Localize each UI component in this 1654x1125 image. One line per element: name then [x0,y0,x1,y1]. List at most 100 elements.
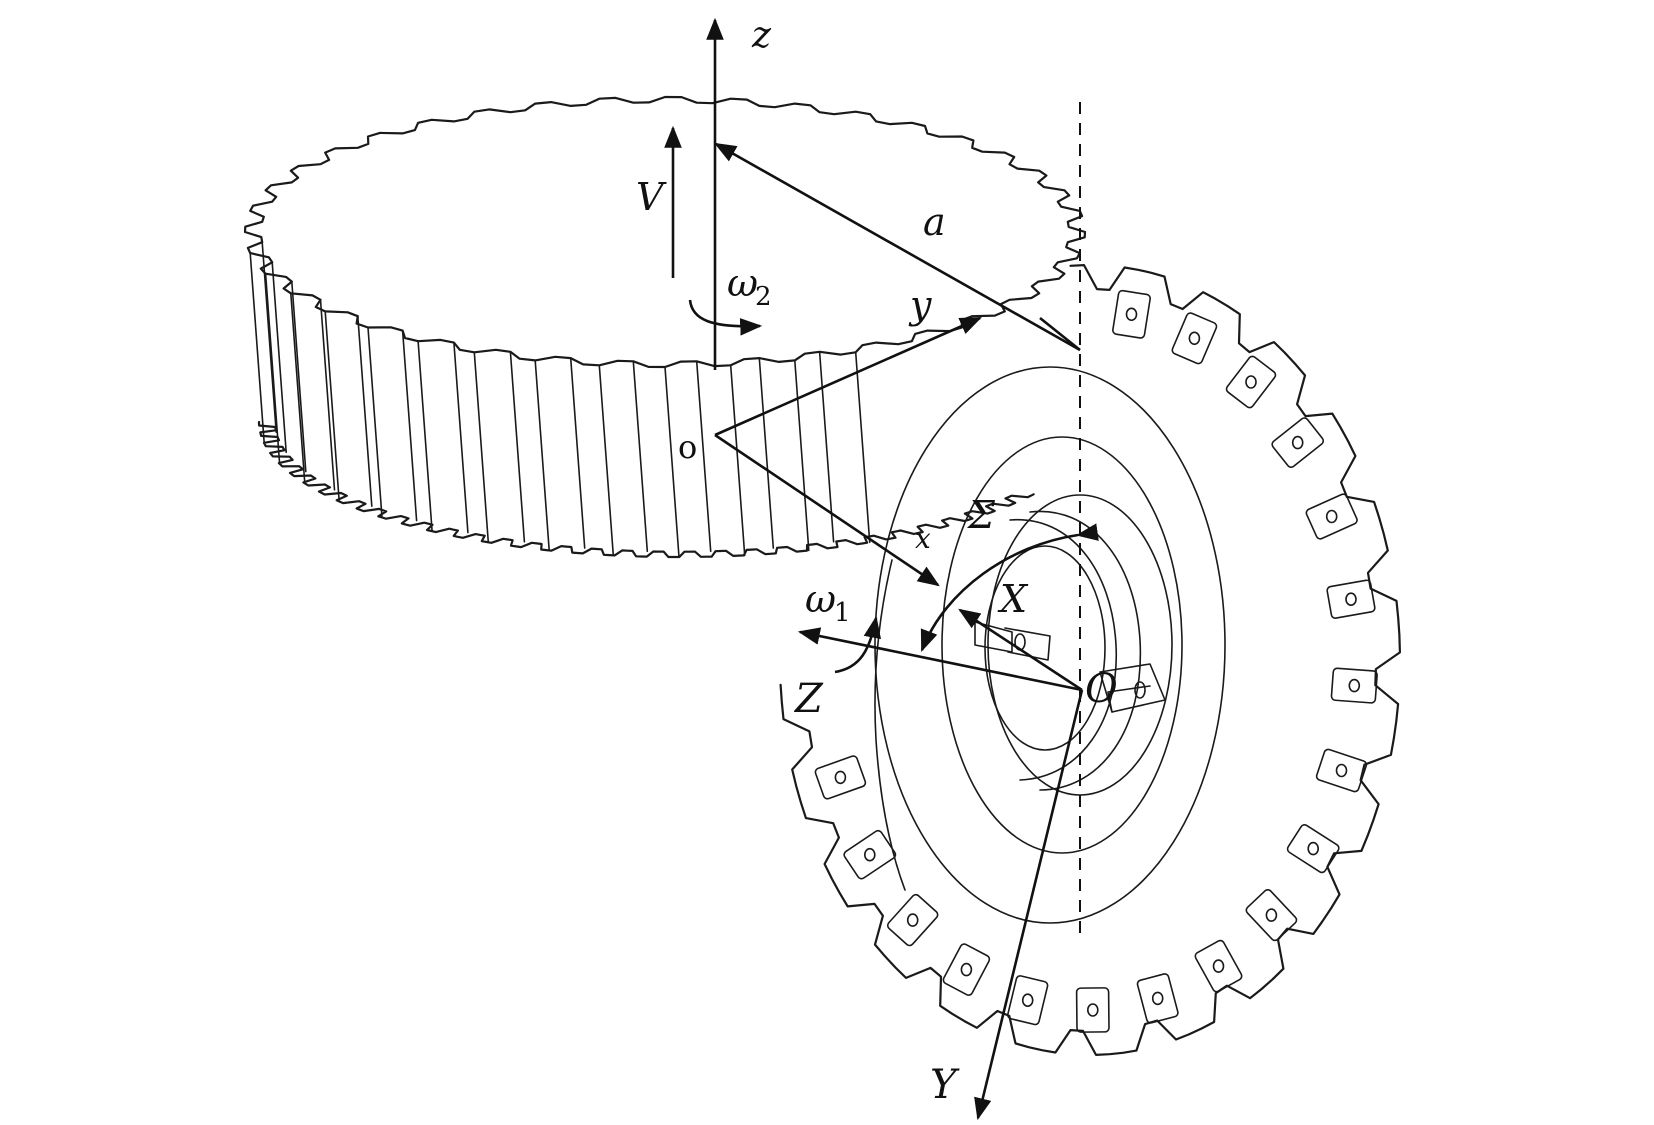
gear-bottom-edge [257,420,1035,559]
cutter-blade-screw [1245,375,1257,389]
y-axis-small [714,316,983,437]
inner-blade-right [1099,663,1166,713]
label-y: y [908,283,932,327]
gear-flank-line [319,298,336,491]
cutter-blade [1271,417,1325,468]
cutter-blade [1225,355,1277,409]
label-omega2: ω [727,261,758,305]
label-X: X [997,577,1029,621]
gear-flank-line [473,351,490,544]
cutter-blade [942,943,991,996]
cutter-blade-insert [1225,355,1277,409]
x-axis-small [714,433,940,587]
gear-tooth-flanks [249,241,871,558]
gear-flank-line [249,252,266,444]
gear-toothed-rim [243,95,1087,369]
gear-flank-line [534,359,551,552]
gear-flank-line [854,351,871,544]
cutter-blade-insert [886,893,939,947]
cutter-blade-screw [834,770,847,785]
cutter-blade-screw [960,962,973,977]
cutter-blade-screw [1125,307,1138,322]
cutter-blade [1245,888,1298,942]
label-x: x [915,522,931,555]
cutter-blade-screw [1265,908,1278,922]
cutter-blades [814,289,1378,1033]
cutter-blade-insert [1136,973,1179,1024]
center-distance-head-right [1039,316,1081,352]
label-o: o [678,428,697,466]
cutter-blade-screw [1188,331,1201,346]
gear-flank-line [729,364,746,557]
cutter-blade [1305,493,1358,540]
gear-flank-line [367,326,383,519]
cutter-blade-insert [1171,312,1218,365]
cutter-head [779,264,1401,1056]
cutter-blade-screw [1212,959,1225,973]
cutter-blade [1330,667,1378,704]
cutter-blade-screw [1348,678,1361,693]
label-sigma: Σ [966,493,996,537]
cutter-blade-insert [1326,579,1376,619]
gear-flank-line [818,350,835,543]
cutter-blade-insert [1271,417,1325,468]
cutter-blade [814,755,867,800]
cutter-blade-screw [863,847,876,862]
cutter-hub-step [1029,510,1142,791]
cutter-blade-screw [906,913,919,927]
label-omega1: ω [805,577,836,621]
cutter-blade-screw [1325,509,1338,524]
gear-flank-line [569,357,586,549]
annotations [664,17,1099,1121]
cutter-blade [1007,975,1049,1026]
cutter-blade [1326,579,1376,619]
cutter-blade [1112,289,1151,339]
label-Y: Y [930,1062,960,1108]
gear-flank-line [632,360,649,553]
center-distance-arrow [714,142,1081,352]
omega1-rotation-arc [834,615,881,674]
cutter-blade-insert [1286,823,1340,874]
label-z: z [751,15,772,56]
cutter-blade [886,893,939,947]
gear-flank-line [758,357,775,549]
cutter-blade-insert [1194,939,1243,993]
cutter-blade-insert [1245,888,1298,942]
cutter-ring-outer [874,366,1226,924]
cutter-blade-insert [1007,975,1049,1026]
cutter-blade [1315,748,1368,793]
cutter-blade-screw [1335,763,1348,778]
label-O: O [1085,666,1118,712]
gear-workpiece [243,95,1087,559]
gear-flank-line [289,292,306,485]
cutter-blade-insert [1315,748,1368,793]
cutter-blade-screw [1151,991,1164,1006]
gear-flank-line [264,272,281,465]
label-omega1-sub: 1 [834,598,851,628]
label-omega2-sub: 2 [755,282,772,312]
cutter-left-edge [874,559,906,891]
gear-flank-line [290,280,307,473]
gear-flank-line [356,315,373,508]
gear-flank-line [598,364,615,557]
cutter-blade [1171,312,1218,365]
gear-flank-line [401,329,418,522]
gear-flank-line [271,261,288,454]
gear-flank-line [793,359,810,552]
gear-flank-line [261,241,278,434]
gear-top-face [243,95,1087,369]
cutter-blade-insert [1330,667,1378,704]
Y-axis [974,689,1084,1121]
sigma-angle-arc [920,523,1099,653]
gear-flank-line [453,341,469,534]
label-V: V [636,175,667,219]
cutter-blade [1286,823,1340,874]
label-a: a [923,200,946,244]
cutter-blade [1194,939,1243,993]
cutter-blade [843,829,897,880]
gear-flank-line [509,350,526,543]
cutter-blade-screw [1345,592,1357,607]
label-Z: Z [793,676,824,722]
